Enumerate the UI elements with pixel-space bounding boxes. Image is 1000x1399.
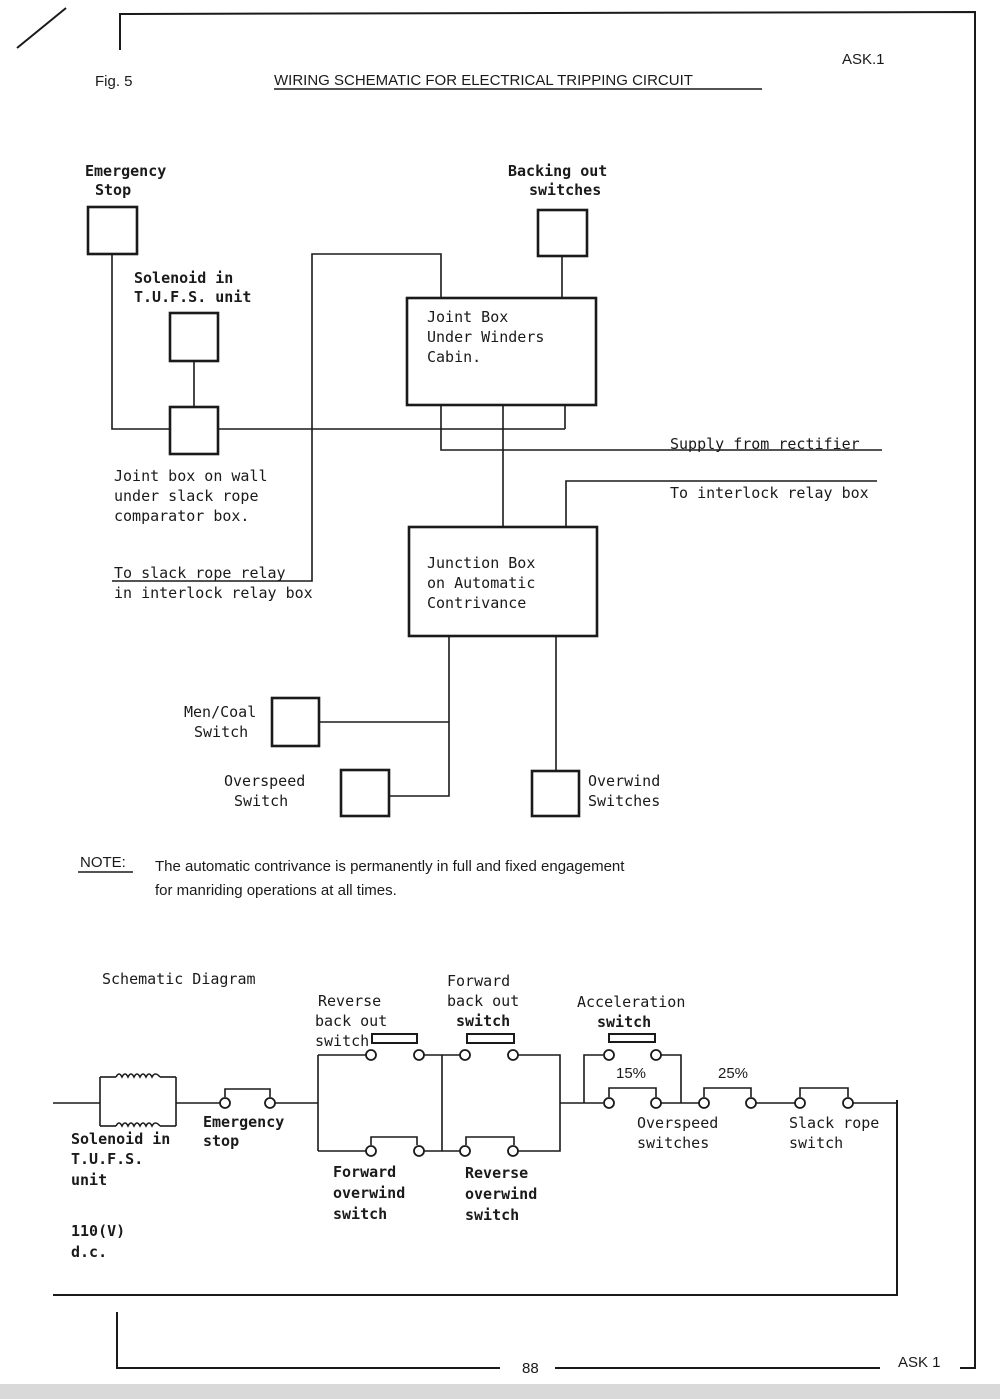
sch-solenoid-label-2: T.U.F.S. [71,1150,143,1168]
sch-acceleration-label-2: switch [597,1013,651,1031]
sch-reverse-overwind-label-2: overwind [465,1185,537,1203]
emergency-stop-label-2: Stop [95,181,131,199]
sch-forward-back-out-label-1: Forward [447,972,510,990]
note-label: NOTE: [80,854,126,871]
sch-forward-overwind-label-3: switch [333,1205,387,1223]
schematic-title: Schematic Diagram [102,970,256,988]
emergency-stop-box [86,205,139,256]
page-title: WIRING SCHEMATIC FOR ELECTRICAL TRIPPING… [274,72,693,89]
interlock-label: To interlock relay box [670,484,869,502]
reverse-overwind-switch [459,1136,519,1157]
joint-box-wall-label-1: Joint box on wall [114,467,268,485]
men-coal-label-1: Men/Coal [184,703,256,721]
solenoid-label-2: T.U.F.S. unit [134,288,251,306]
sch-reverse-back-out-label-3: switch [315,1032,369,1050]
ref-top: ASK.1 [842,51,885,68]
page-number: 88 [522,1360,539,1377]
solenoid-coil-top [115,1073,161,1079]
sch-forward-overwind-label-1: Forward [333,1163,396,1181]
sch-slack-rope-label-2: switch [789,1134,843,1152]
frame-top-right [119,10,976,1369]
overspeed-label-1: Overspeed [224,772,305,790]
sch-reverse-overwind-label-1: Reverse [465,1164,528,1182]
joint-box-wall-label-3: comparator box. [114,507,249,525]
forward-overwind-switch [365,1136,425,1157]
joint-box-cabin-label-3: Cabin. [427,348,481,366]
overspeed-label-2: Switch [234,792,288,810]
junction-box-label-1: Junction Box [427,554,535,572]
overspeed-switch-25 [698,1087,757,1109]
overwind-box [530,769,581,818]
junction-box-label-3: Contrivance [427,594,526,612]
emergency-stop-switch [219,1088,276,1109]
backing-out-label-2: switches [529,181,601,199]
joint-box-cabin [405,296,598,407]
sch-reverse-back-out-label-1: Reverse [318,992,381,1010]
slack-rope-relay-label-1: To slack rope relay [114,564,286,582]
solenoid-coil-bottom [115,1122,161,1128]
wiring-diagram: Emergency Stop Backing out switches Sole… [85,162,882,818]
overwind-label-1: Overwind [588,772,660,790]
overspeed-switch-15 [603,1087,662,1109]
sch-solenoid-label-3: unit [71,1171,107,1189]
supply-label: Supply from rectifier [670,435,860,453]
sch-emergency-label-2: stop [203,1132,239,1150]
sch-overspeed-label-2: switches [637,1134,709,1152]
slack-rope-relay-label-2: in interlock relay box [114,584,313,602]
sch-supply-label-2: d.c. [71,1243,107,1261]
reverse-back-out-switch [365,1033,425,1061]
backing-out-box [536,208,589,258]
forward-back-out-switch [459,1033,519,1061]
wiring-lines [111,253,882,797]
joint-box-wall-label-2: under slack rope [114,487,259,505]
sch-supply-label-1: 110(V) [71,1222,125,1240]
sch-forward-back-out-label-3: switch [456,1012,510,1030]
emergency-stop-label-1: Emergency [85,162,166,180]
overwind-label-2: Switches [588,792,660,810]
overspeed-box [339,768,391,818]
scan-edge-shadow [0,1384,1000,1399]
slack-rope-switch [794,1087,854,1109]
joint-box-wall [168,405,220,456]
joint-box-cabin-label-1: Joint Box [427,308,508,326]
sch-overspeed-label-1: Overspeed [637,1114,718,1132]
note-line-2: for manriding operations at all times. [155,882,397,899]
schematic-wires [53,1054,898,1295]
backing-out-label-1: Backing out [508,162,607,180]
sch-solenoid-label-1: Solenoid in [71,1130,170,1148]
sch-overspeed-15-label: 15% [616,1065,646,1082]
sch-acceleration-label-1: Acceleration [577,993,685,1011]
frame-bottom-left [116,1312,500,1369]
acceleration-switch [603,1033,662,1061]
sch-overspeed-25-label: 25% [718,1065,748,1082]
schematic-diagram: Schematic Diagram [53,970,898,1295]
sch-slack-rope-label-1: Slack rope [789,1114,879,1132]
sch-reverse-back-out-label-2: back out [315,1012,387,1030]
sch-forward-back-out-label-2: back out [447,992,519,1010]
men-coal-box [270,696,321,748]
figure-label: Fig. 5 [95,73,133,90]
sch-forward-overwind-label-2: overwind [333,1184,405,1202]
solenoid-box [168,311,220,363]
sch-reverse-overwind-label-3: switch [465,1206,519,1224]
corner-mark [16,7,67,49]
men-coal-label-2: Switch [194,723,248,741]
solenoid-label-1: Solenoid in [134,269,233,287]
sch-emergency-label-1: Emergency [203,1113,284,1131]
note-line-1: The automatic contrivance is permanently… [155,858,625,875]
junction-box-label-2: on Automatic [427,574,535,592]
joint-box-cabin-label-2: Under Winders [427,328,544,346]
ref-bottom: ASK 1 [898,1354,941,1371]
